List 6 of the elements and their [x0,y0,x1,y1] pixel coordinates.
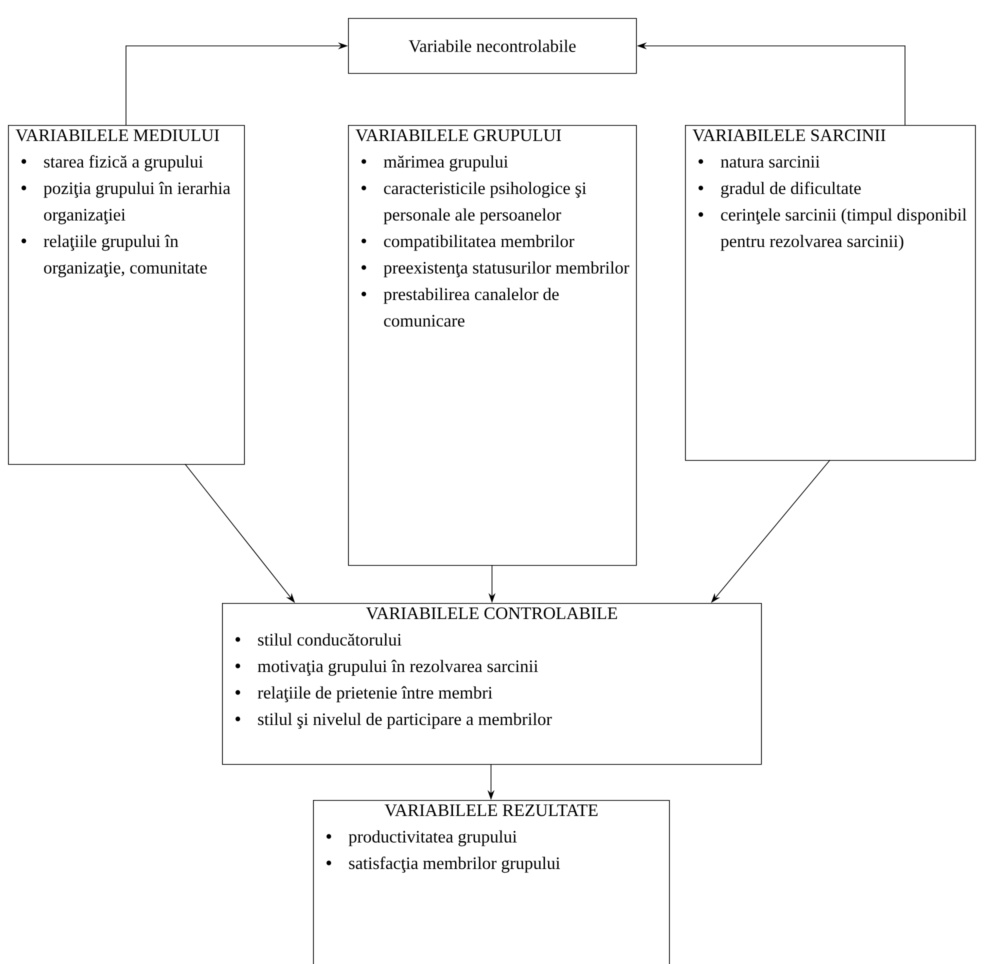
variable-box: VARIABILELE REZULTATE productivitatea grupului satisfacţia membrilor grupului [313,800,670,964]
title-box: Variabile necontrolabile [348,18,637,74]
variable-box: VARIABILELE GRUPULUI mărimea grupului caracteristicile psihologice şi personale ale persoanelor compatibilitatea membrilor preexistenţa statusurilor membrilor prestabilirea canalelor de comunicare [348,125,637,566]
variable-box: VARIABILELE MEDIULUI starea fizică a grupului poziţia grupului în ierarhia organizaţiei relaţiile grupului în organizaţie, comunitate [8,125,245,465]
variable-box: VARIABILELE CONTROLABILE stilul conducătorului motivaţia grupului în rezolvarea sarcinii relaţiile de prietenie între membri stilul şi nivelul de participare a membrilor [222,603,762,765]
variable-box: VARIABILELE SARCINII natura sarcinii gradul de dificultate cerinţele sarcinii (timpul disponibil pentru rezolvarea sarcinii) [685,125,976,461]
